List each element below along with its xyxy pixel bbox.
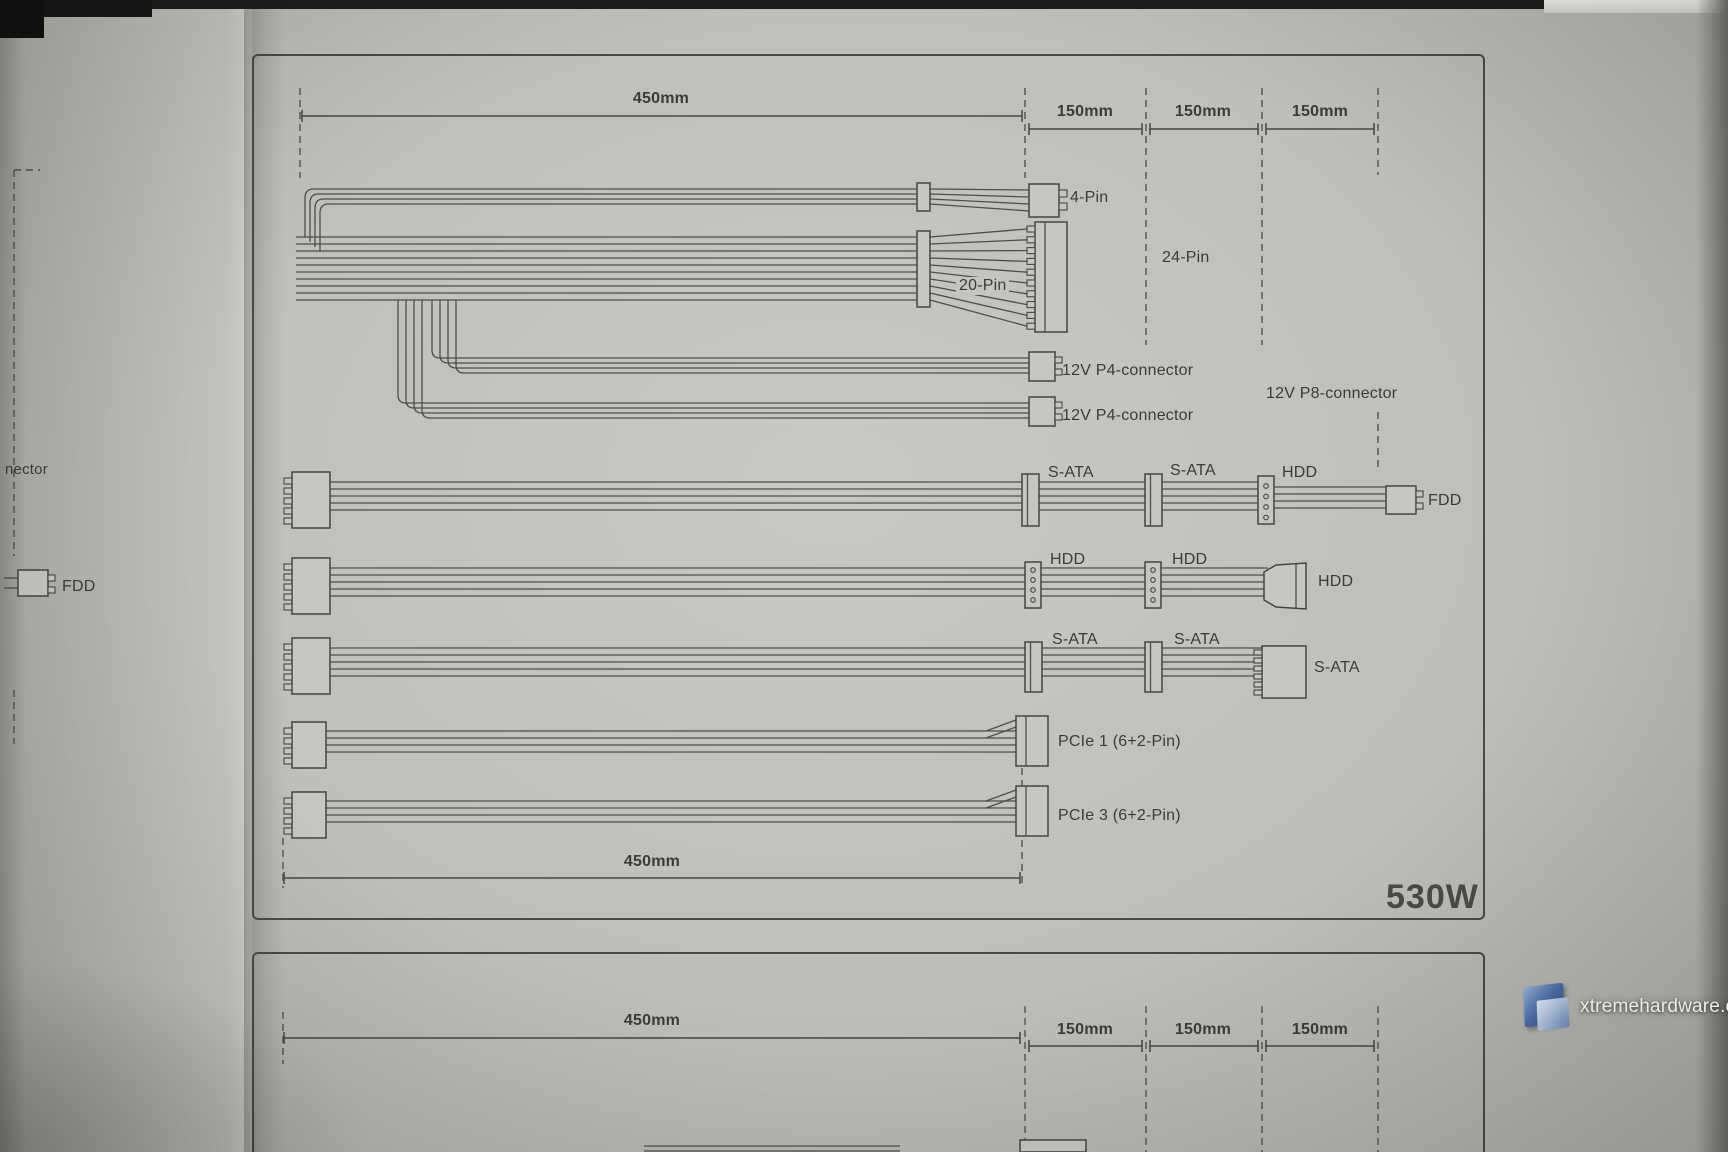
label-sata-row2-c2: S-ATA xyxy=(1174,631,1220,648)
dashed-guides xyxy=(13,88,1379,1152)
page-bright-edge xyxy=(1544,0,1728,13)
xtremehardware-logo-icon xyxy=(1520,982,1574,1032)
label-pcie1: PCIe 1 (6+2-Pin) xyxy=(1058,733,1181,750)
photo-right-edge xyxy=(1696,0,1728,1152)
logo-cube-front xyxy=(1536,997,1570,1031)
dim-450mm-bottom: 450mm xyxy=(623,853,681,870)
next-dim-450mm: 450mm xyxy=(623,1012,681,1029)
left-page-fdd-label: FDD xyxy=(62,578,96,595)
watermark-text: xtremehardware.com xyxy=(1580,996,1728,1017)
diagram-next-border xyxy=(252,952,1485,1152)
model-wattage: 530W xyxy=(1386,878,1479,916)
label-20pin: 20-Pin xyxy=(956,277,1010,295)
label-sata-row1-c1: S-ATA xyxy=(1048,464,1094,481)
label-pcie3: PCIe 3 (6+2-Pin) xyxy=(1058,807,1181,824)
label-hdd-row-end: HDD xyxy=(1318,573,1354,590)
label-fdd-end: FDD xyxy=(1428,492,1462,509)
label-sata-row1-hdd: HDD xyxy=(1282,464,1318,481)
page-fold-shadow xyxy=(244,0,284,1152)
dimension-lines xyxy=(283,110,1375,1052)
cable-pcie-1 xyxy=(283,715,1049,769)
dim-150mm-1: 150mm xyxy=(1056,103,1114,120)
label-4pin: 4-Pin xyxy=(1070,189,1109,206)
photo-corner-shadow xyxy=(0,0,44,38)
label-sata-row1-c2: S-ATA xyxy=(1170,462,1216,479)
cable-atx-20pin xyxy=(296,221,1068,333)
label-12v-p4-a: 12V P4-connector xyxy=(1062,362,1194,379)
dim-150mm-3: 150mm xyxy=(1291,103,1349,120)
label-hdd-row-c2: HDD xyxy=(1172,551,1208,568)
label-12v-p8: 12V P8-connector xyxy=(1266,385,1398,402)
label-24pin: 24-Pin xyxy=(1162,249,1210,266)
cable-sata-sata-sata xyxy=(283,637,1307,699)
left-page-fdd-connector xyxy=(4,569,56,597)
next-dim-150mm-3: 150mm xyxy=(1291,1021,1349,1038)
label-12v-p4-b: 12V P4-connector xyxy=(1062,407,1194,424)
watermark: xtremehardware.com xyxy=(1520,982,1728,1032)
label-hdd-row-c1: HDD xyxy=(1050,551,1086,568)
photo-top-edge xyxy=(0,0,1728,9)
diagram-530w-border xyxy=(252,54,1485,920)
dim-450mm-top: 450mm xyxy=(632,90,690,107)
cable-atx-4pin xyxy=(304,182,1068,252)
left-page-cut-text: nector xyxy=(5,461,48,478)
label-sata-row2-c1: S-ATA xyxy=(1052,631,1098,648)
dim-150mm-2: 150mm xyxy=(1174,103,1232,120)
next-diagram-partial xyxy=(644,1139,1087,1152)
cable-sata-sata-hdd-fdd xyxy=(283,471,1424,529)
cable-12v-p4-pair xyxy=(397,300,1063,427)
cable-pcie-3 xyxy=(283,785,1049,839)
next-dim-150mm-2: 150mm xyxy=(1174,1021,1232,1038)
label-sata-row2-end: S-ATA xyxy=(1314,659,1360,676)
next-dim-150mm-1: 150mm xyxy=(1056,1021,1114,1038)
cable-hdd-hdd-hdd xyxy=(283,557,1307,615)
